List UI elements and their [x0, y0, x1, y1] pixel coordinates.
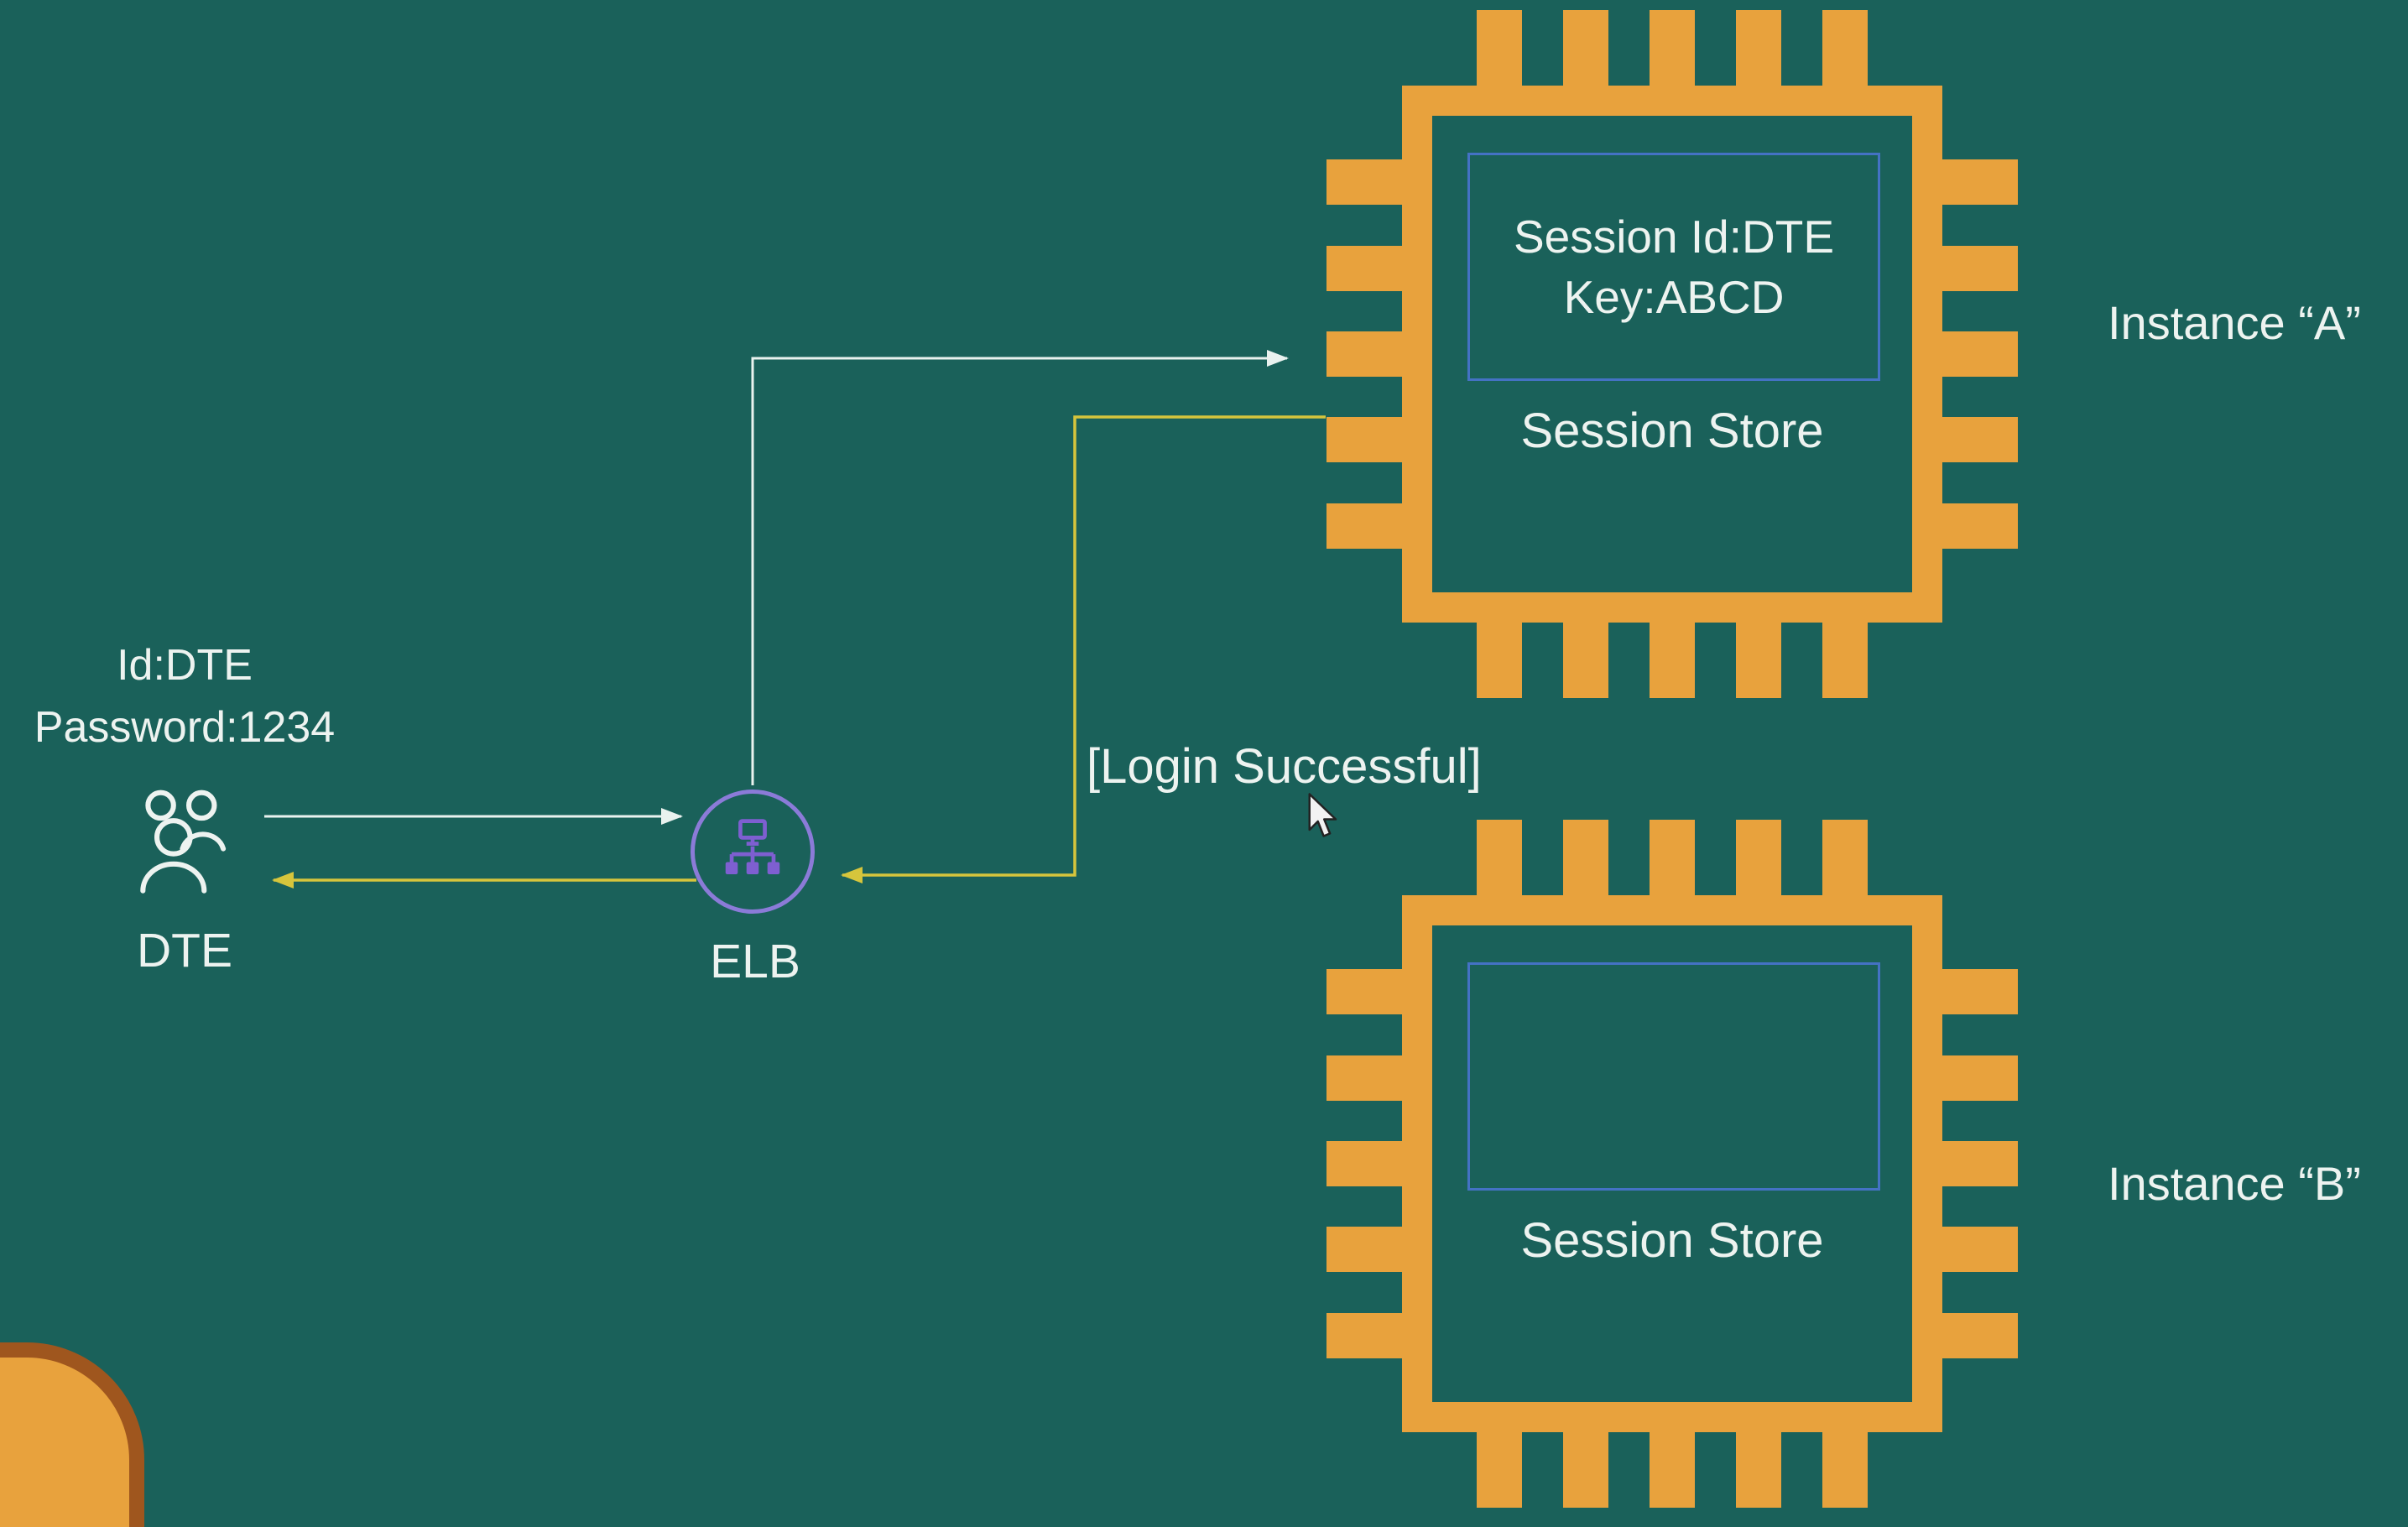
arrow-elb-to-instance-a: [751, 350, 1289, 785]
chip-pin: [1822, 10, 1868, 89]
instance-b-chip: Session Store: [1326, 820, 2018, 1508]
chip-pin: [1939, 331, 2018, 377]
chip-pin: [1326, 245, 1405, 291]
chip-pin: [1939, 1227, 2018, 1273]
chip-b-pins-right: [1939, 929, 2018, 1399]
chip-pin: [1650, 10, 1695, 89]
chip-b-pins-top: [1436, 820, 1909, 899]
session-store-label-a: Session Store: [1520, 404, 1824, 458]
chip-pin: [1477, 10, 1522, 89]
chip-pin: [1477, 1429, 1522, 1508]
chip-pin: [1326, 1312, 1405, 1358]
instance-a-label: Instance “A”: [2108, 296, 2361, 349]
chip-a-body: [1402, 86, 1942, 623]
chip-pin: [1650, 1429, 1695, 1508]
chip-pin: [1736, 619, 1781, 698]
chip-pin: [1736, 820, 1781, 899]
chip-pin: [1326, 1055, 1405, 1101]
chip-a-pins-left: [1326, 119, 1405, 589]
chip-pin: [1563, 10, 1608, 89]
client-credentials: Id:DTE Password:1234: [0, 634, 369, 758]
chip-pin: [1939, 245, 2018, 291]
chip-pin: [1326, 331, 1405, 377]
chip-pin: [1939, 159, 2018, 206]
chip-pin: [1822, 1429, 1868, 1508]
chip-pin: [1939, 969, 2018, 1015]
login-status-text: [Login Successful]: [1087, 739, 1482, 794]
chip-pin: [1822, 619, 1868, 698]
session-data-box-b: [1467, 962, 1880, 1191]
chip-pin: [1326, 1140, 1405, 1186]
client-id-text: Id:DTE: [117, 641, 253, 690]
client-label: DTE: [137, 924, 232, 977]
chip-a-pins-right: [1939, 119, 2018, 589]
mouse-cursor: [1308, 793, 1337, 837]
chip-pin: [1326, 1227, 1405, 1273]
chip-pin: [1650, 820, 1695, 899]
chip-pin: [1326, 417, 1405, 463]
chip-pin: [1939, 1312, 2018, 1358]
client-password-text: Password:1234: [34, 703, 336, 752]
chip-pin: [1563, 820, 1608, 899]
chip-pin: [1326, 159, 1405, 206]
chip-pin: [1477, 820, 1522, 899]
instance-b-label: Instance “B”: [2108, 1157, 2361, 1210]
chip-pin: [1326, 503, 1405, 549]
chip-a-pins-top: [1436, 10, 1909, 89]
network-tree-icon: [725, 819, 780, 875]
chip-pin: [1650, 619, 1695, 698]
elb-node: [691, 790, 815, 914]
chip-b-pins-left: [1326, 929, 1405, 1399]
instance-a-chip: Session Id:DTE Key:ABCD Session Store: [1326, 10, 2018, 698]
chip-pin: [1939, 1055, 2018, 1101]
arrow-instance-a-to-elb: [841, 415, 1326, 883]
chip-pin: [1736, 10, 1781, 89]
session-data-box-a: Session Id:DTE Key:ABCD: [1467, 153, 1880, 381]
chip-b-body: [1402, 895, 1942, 1432]
session-id-text: Session Id:DTE: [1513, 211, 1835, 263]
chip-pin: [1939, 417, 2018, 463]
chip-pin: [1736, 1429, 1781, 1508]
session-key-text: Key:ABCD: [1563, 271, 1785, 323]
chip-a-pins-bottom: [1436, 619, 1909, 698]
session-store-label-b: Session Store: [1520, 1213, 1824, 1268]
chip-pin: [1477, 619, 1522, 698]
chip-pin: [1939, 503, 2018, 549]
chip-pin: [1563, 1429, 1608, 1508]
chip-pin: [1563, 619, 1608, 698]
chip-pin: [1822, 820, 1868, 899]
chip-b-pins-bottom: [1436, 1429, 1909, 1508]
chip-pin: [1939, 1140, 2018, 1186]
corner-decoration: [0, 1342, 144, 1527]
elb-label: ELB: [710, 935, 800, 988]
chip-pin: [1326, 969, 1405, 1015]
users-icon: [122, 779, 250, 906]
